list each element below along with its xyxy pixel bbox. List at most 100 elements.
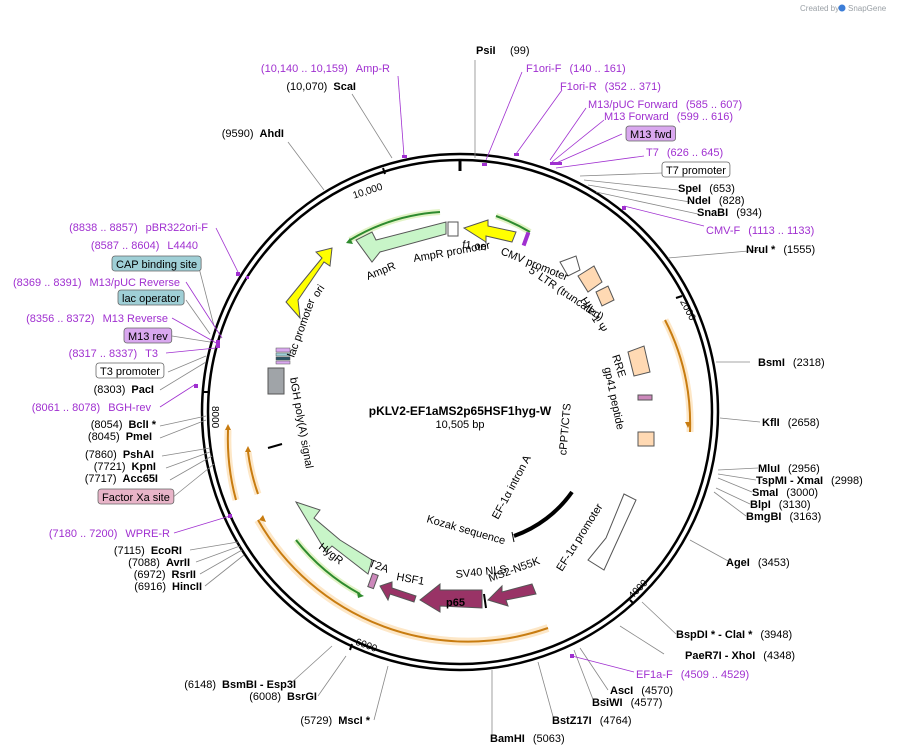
site-kpni[interactable]: KpnI(7721) bbox=[94, 461, 156, 473]
box-factor-xa-site[interactable]: Factor Xa site bbox=[97, 488, 175, 505]
box-frame bbox=[123, 327, 173, 344]
label-bgh-polya: bGH poly(A) signal bbox=[287, 376, 315, 469]
primer-l4440[interactable]: L4440(8587 .. 8604) bbox=[91, 240, 198, 252]
site-bsmi[interactable]: BsmI(2318) bbox=[758, 357, 825, 369]
primer-cmv-f[interactable]: CMV-F(1113 .. 1133) bbox=[706, 225, 814, 237]
site-name: AgeI bbox=[726, 557, 750, 569]
site-nrui[interactable]: NruI *(1555) bbox=[746, 244, 815, 256]
site-blpi[interactable]: BlpI(3130) bbox=[750, 499, 811, 511]
site-hincii[interactable]: HincII(6916) bbox=[134, 581, 202, 593]
site-asci[interactable]: AscI(4570) bbox=[610, 685, 673, 697]
hygr-arrow bbox=[294, 501, 373, 575]
site-snabi[interactable]: SnaBI(934) bbox=[697, 207, 762, 219]
site-bcli[interactable]: BclI *(8054) bbox=[91, 419, 157, 431]
box-t3-promoter[interactable]: T3 promoter bbox=[95, 362, 165, 379]
primer-amp-r[interactable]: Amp-R(10,140 .. 10,159) bbox=[261, 63, 390, 75]
box-label: lac operator bbox=[122, 293, 180, 305]
site-bmgbi[interactable]: BmgBI(3163) bbox=[746, 511, 821, 523]
primer-range: (8317 .. 8337) bbox=[69, 348, 138, 360]
site-psii[interactable]: PsiI(99) bbox=[476, 45, 530, 57]
rre-box bbox=[627, 345, 651, 377]
box-lac-operator[interactable]: lac operator bbox=[117, 289, 185, 306]
primer-ef1a-f[interactable]: EF1a-F(4509 .. 4529) bbox=[636, 669, 749, 681]
f1-ori-arrow bbox=[462, 219, 517, 243]
primer-bgh-rev[interactable]: BGH-rev(8061 .. 8078) bbox=[32, 402, 152, 414]
primer-t3[interactable]: T3 (8317 .. 8337) bbox=[69, 348, 158, 360]
label-ef1a-intron-a: EF-1α intron A bbox=[490, 453, 534, 522]
ampr-arrow bbox=[355, 221, 447, 263]
site-bamhi[interactable]: BamHI(5063) bbox=[490, 733, 565, 745]
site-ecori[interactable]: EcoRI(7115) bbox=[114, 545, 182, 557]
primer-m13-forward[interactable]: M13 Forward(599 .. 616) bbox=[604, 111, 733, 123]
site-bsmbi-esp3i[interactable]: BsmBI - Esp3I(6148) bbox=[184, 679, 296, 691]
site-position: (4570) bbox=[641, 685, 673, 697]
site-position: (6972) bbox=[134, 569, 166, 581]
site-position: (4348) bbox=[763, 650, 795, 662]
site-mlui[interactable]: MluI(2956) bbox=[758, 463, 820, 475]
primer-name: T3 bbox=[145, 348, 158, 360]
site-name: SmaI bbox=[752, 487, 778, 499]
label-p65: p65 bbox=[446, 597, 465, 609]
primer-range: (7180 .. 7200) bbox=[49, 528, 118, 540]
box-m13-rev[interactable]: M13 rev bbox=[123, 327, 173, 344]
t2a-box bbox=[367, 572, 379, 590]
primer-m13-puc-reverse[interactable]: M13/pUC Reverse(8369 .. 8391) bbox=[13, 277, 180, 289]
site-ahdi[interactable]: AhdI(9590) bbox=[222, 128, 284, 140]
snapgene-logo-icon bbox=[838, 4, 846, 12]
site-msci[interactable]: MscI *(5729) bbox=[300, 715, 370, 727]
site-name: EcoRI bbox=[151, 545, 182, 557]
green-arc-top-left bbox=[349, 211, 441, 241]
site-agei[interactable]: AgeI(3453) bbox=[726, 557, 790, 569]
site-name: MluI bbox=[758, 463, 780, 475]
primer-wpre-r[interactable]: WPRE-R(7180 .. 7200) bbox=[49, 528, 170, 540]
primer-pbr322ori-f[interactable]: pBR322ori-F(8838 .. 8857) bbox=[69, 222, 208, 234]
site-position: (6148) bbox=[184, 679, 216, 691]
primer-name: M13/pUC Reverse bbox=[90, 277, 180, 289]
orange-arrowhead-right bbox=[685, 422, 691, 428]
box-m13-fwd[interactable]: M13 fwd bbox=[625, 125, 676, 142]
box-frame bbox=[95, 362, 165, 379]
site-tspmi-xmai[interactable]: TspMI - XmaI(2998) bbox=[756, 475, 863, 487]
site-name: BsmI bbox=[758, 357, 785, 369]
site-name: BsiWI bbox=[592, 697, 623, 709]
site-bspdi-clai[interactable]: BspDI * - ClaI *(3948) bbox=[676, 629, 792, 641]
site-position: (8303) bbox=[94, 384, 126, 396]
site-scai[interactable]: ScaI(10,070) bbox=[286, 81, 356, 93]
box-cap-binding-site[interactable]: CAP binding site bbox=[111, 255, 202, 272]
primer-range: (4509 .. 4529) bbox=[681, 669, 750, 681]
site-bsiwi[interactable]: BsiWI(4577) bbox=[592, 697, 662, 709]
site-name: MscI * bbox=[338, 715, 371, 727]
site-bsrgi[interactable]: BsrGI(6008) bbox=[249, 691, 317, 703]
box-frame bbox=[111, 255, 202, 272]
site-paer7i-xhoi[interactable]: PaeR7I - XhoI(4348) bbox=[685, 650, 795, 662]
primer-t7[interactable]: T7(626 .. 645) bbox=[646, 147, 723, 159]
box-t7-promoter[interactable]: T7 promoter bbox=[661, 161, 731, 178]
site-spei[interactable]: SpeI(653) bbox=[678, 183, 735, 195]
primer-range: (140 .. 161) bbox=[569, 63, 625, 75]
site-ndei[interactable]: NdeI(828) bbox=[687, 195, 745, 207]
site-smai[interactable]: SmaI (3000) bbox=[752, 487, 818, 499]
primer-range: (352 .. 371) bbox=[605, 81, 661, 93]
site-pmei[interactable]: PmeI(8045) bbox=[88, 431, 152, 443]
site-position: (3000) bbox=[786, 487, 818, 499]
primer-f1ori-f[interactable]: F1ori-F(140 .. 161) bbox=[526, 63, 626, 75]
site-bstz17i[interactable]: BstZ17I(4764) bbox=[552, 715, 632, 727]
site-acc65i[interactable]: Acc65I(7717) bbox=[85, 473, 158, 485]
box-label: T7 promoter bbox=[666, 165, 726, 177]
orange-arc-bottom bbox=[257, 519, 549, 643]
site-name: PmeI bbox=[126, 431, 152, 443]
primer-m13-puc-forward[interactable]: M13/pUC Forward(585 .. 607) bbox=[588, 99, 742, 111]
primer-f1ori-r[interactable]: F1ori-R(352 .. 371) bbox=[560, 81, 661, 93]
site-name: BsrGI bbox=[287, 691, 317, 703]
site-kfli[interactable]: KflI(2658) bbox=[762, 417, 820, 429]
site-position: (8054) bbox=[91, 419, 123, 431]
site-paci[interactable]: PacI(8303) bbox=[94, 384, 154, 396]
site-position: (99) bbox=[510, 45, 530, 57]
label-ampr: AmpR bbox=[365, 260, 398, 283]
lac-region-strip-4 bbox=[275, 360, 291, 365]
site-name: ScaI bbox=[333, 81, 356, 93]
site-avrii[interactable]: AvrII(7088) bbox=[128, 557, 190, 569]
site-rsrii[interactable]: RsrII(6972) bbox=[134, 569, 196, 581]
site-pshai[interactable]: PshAI(7860) bbox=[85, 449, 154, 461]
primer-m13-reverse[interactable]: M13 Reverse(8356 .. 8372) bbox=[26, 313, 168, 325]
